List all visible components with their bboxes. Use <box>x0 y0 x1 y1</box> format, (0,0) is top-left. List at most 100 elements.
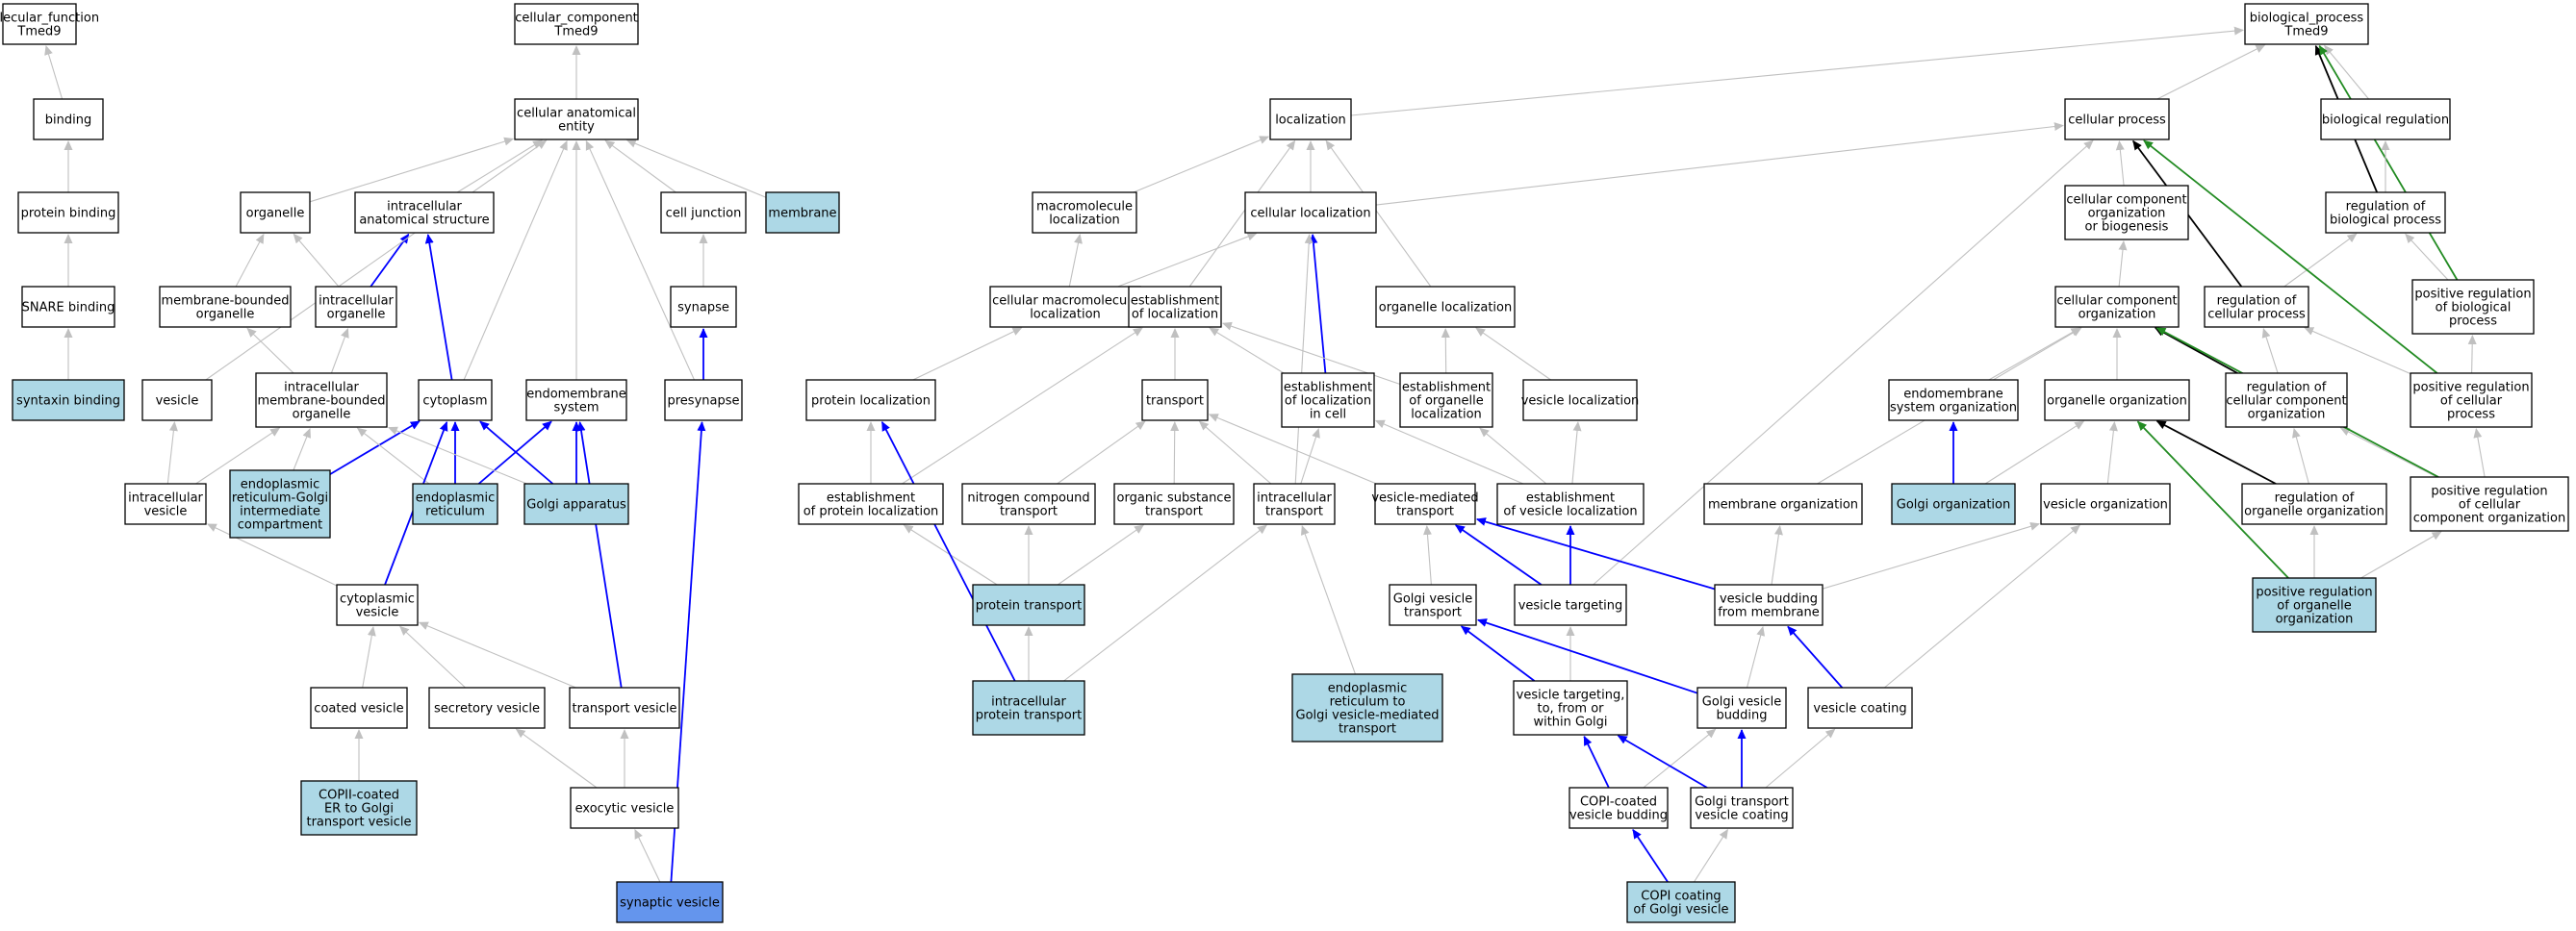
edge-part-of-ves-targeting-to-vmt <box>1454 524 1543 586</box>
synaptic-vesicle-node[interactable]: synaptic vesicle <box>616 881 724 923</box>
cytoplasm-node[interactable]: cytoplasm <box>418 379 493 421</box>
vesicle-mediated-transport-label-line: vesicle-mediated <box>1371 491 1478 506</box>
edge-part-of-intra-prot-transport-to-protein-loc <box>880 420 1016 682</box>
binding-node[interactable]: binding <box>33 98 104 140</box>
cellular-component-root-box <box>514 3 639 45</box>
establishment-of-vesicle-localization-box <box>1496 483 1645 525</box>
golgi-organization-label-line: Golgi organization <box>1897 498 2010 513</box>
copii-coated-vesicle-label-line: transport vesicle <box>306 816 411 830</box>
membrane-organization-node[interactable]: membrane organization <box>1703 483 1863 525</box>
protein-localization-node[interactable]: protein localization <box>805 379 936 421</box>
transport-node[interactable]: transport <box>1141 379 1209 421</box>
localization-node[interactable]: localization <box>1269 98 1352 140</box>
cytoplasmic-vesicle-label-line: cytoplasmic <box>340 592 415 607</box>
organelle-node[interactable]: organelle <box>240 191 311 234</box>
regulation-of-biological-process-box <box>2325 191 2446 234</box>
vesicle-targeting-node[interactable]: vesicle targeting <box>1514 584 1627 626</box>
edge-part-of-ves-coating-to-ves-budding-mem <box>1787 625 1844 689</box>
protein-binding-node[interactable]: protein binding <box>17 191 119 234</box>
edge-is-a-protein-loc-to-cell-macro-loc <box>912 327 1023 381</box>
cell-junction-node[interactable]: cell junction <box>660 191 747 234</box>
coated-vesicle-node[interactable]: coated vesicle <box>310 687 408 729</box>
vesicle-localization-node[interactable]: vesicle localization <box>1521 379 1640 421</box>
biological-regulation-node[interactable]: biological regulation <box>2320 98 2451 140</box>
er-golgi-intermediate-compartment-node[interactable]: endoplasmicreticulum-Golgiintermediateco… <box>229 469 331 539</box>
membrane-organization-label-line: membrane organization <box>1708 498 1858 513</box>
cellular-localization-node[interactable]: cellular localization <box>1244 191 1377 234</box>
transport-vesicle-node[interactable]: transport vesicle <box>569 687 680 729</box>
synapse-node[interactable]: synapse <box>670 286 737 328</box>
vesicle-organization-node[interactable]: vesicle organization <box>2040 483 2171 525</box>
positive-regulation-of-biological-process-label-line: positive regulation <box>2414 288 2531 302</box>
vesicle-mediated-transport-box <box>1374 483 1476 525</box>
organelle-organization-node[interactable]: organelle organization <box>2044 379 2190 421</box>
regulation-of-cellular-process-label-line: cellular process <box>2207 308 2306 322</box>
snare-binding-node[interactable]: SNARE binding <box>21 286 115 328</box>
copii-coated-vesicle-label-line: ER to Golgi <box>324 802 394 817</box>
vesicle-mediated-transport-label-line: transport <box>1396 505 1454 519</box>
vesicle-budding-from-membrane-box <box>1714 584 1824 626</box>
cellular-component-organization-or-biogenesis-box <box>2064 185 2189 240</box>
vesicle-node[interactable]: vesicle <box>141 379 213 421</box>
golgi-apparatus-node[interactable]: Golgi apparatus <box>523 483 629 525</box>
exocytic-vesicle-node[interactable]: exocytic vesicle <box>570 787 679 829</box>
edge-part-of-golgi-to-cytoplasm <box>479 420 554 485</box>
edge-part-of-copi-budding-to-ves-targeting-golgi <box>1583 735 1610 789</box>
presynapse-node[interactable]: presynapse <box>664 379 743 421</box>
cellular-process-node[interactable]: cellular process <box>2064 98 2170 140</box>
nitrogen-compound-transport-label-line: transport <box>1000 505 1058 519</box>
molecular-function-root-label-line: molecular_function <box>0 12 99 26</box>
protein-transport-node[interactable]: protein transport <box>972 584 1085 626</box>
syntaxin-binding-node[interactable]: syntaxin binding <box>12 379 125 421</box>
organelle-localization-node[interactable]: organelle localization <box>1375 286 1516 328</box>
golgi-organization-node[interactable]: Golgi organization <box>1891 483 2016 525</box>
secretory-vesicle-node[interactable]: secretory vesicle <box>428 687 546 729</box>
membrane-node[interactable]: membrane <box>765 191 840 234</box>
vesicle-coating-node[interactable]: vesicle coating <box>1807 687 1913 729</box>
